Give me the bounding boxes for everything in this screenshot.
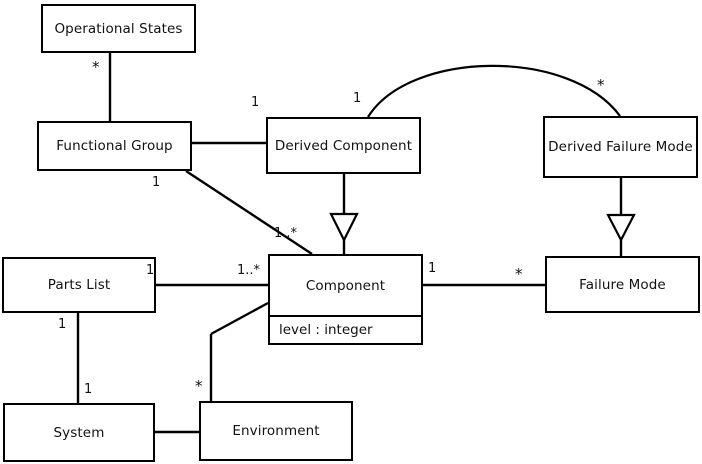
class-box-operational-states[interactable]: Operational States [41, 4, 196, 53]
multiplicity-component-right: 1 [428, 261, 437, 276]
class-name-functional-group: Functional Group [56, 138, 173, 154]
connector-environment-component-diagonal [210, 301, 269, 336]
multiplicity-functional-group-derived-component: 1 [251, 95, 260, 110]
class-box-functional-group[interactable]: Functional Group [37, 121, 192, 171]
class-box-parts-list[interactable]: Parts List [2, 257, 156, 313]
class-box-component[interactable]: Component level : integer [268, 254, 423, 345]
multiplicity-functional-group-diagonal: 1 [152, 175, 161, 190]
class-attribute-component-level: level : integer [270, 315, 421, 343]
multiplicity-system-top: 1 [84, 382, 93, 397]
class-name-derived-failure-mode: Derived Failure Mode [548, 139, 693, 155]
connector-derived-component-derived-failure-mode [367, 64, 621, 118]
class-box-system[interactable]: System [3, 403, 155, 462]
class-box-derived-failure-mode[interactable]: Derived Failure Mode [543, 116, 698, 178]
generalization-triangle-derived-failure-mode [606, 213, 636, 243]
class-name-system: System [53, 424, 105, 441]
class-name-failure-mode: Failure Mode [579, 276, 666, 293]
class-name-parts-list: Parts List [47, 277, 111, 293]
multiplicity-operational-states: * [92, 58, 100, 76]
class-name-component: Component [305, 277, 386, 294]
class-name-derived-component: Derived Component [274, 137, 413, 154]
class-name-operational-states: Operational States [54, 20, 183, 37]
class-box-environment[interactable]: Environment [199, 401, 353, 461]
multiplicity-parts-list-bottom: 1 [58, 317, 67, 332]
generalization-triangle-derived-component [329, 212, 359, 243]
multiplicity-failure-mode-left: * [515, 265, 523, 283]
multiplicity-component-left: 1..* [237, 263, 261, 278]
class-box-derived-component[interactable]: Derived Component [266, 117, 421, 174]
class-name-environment: Environment [232, 423, 320, 439]
class-box-failure-mode[interactable]: Failure Mode [545, 256, 700, 313]
multiplicity-parts-list-right: 1 [146, 263, 155, 278]
connector-functional-group-component [185, 169, 313, 256]
multiplicity-environment-riser: * [195, 377, 203, 395]
multiplicity-derived-component-arc: 1 [353, 91, 362, 106]
multiplicity-component-diagonal: 1..* [274, 226, 298, 241]
multiplicity-derived-failure-mode-arc: * [597, 76, 605, 94]
